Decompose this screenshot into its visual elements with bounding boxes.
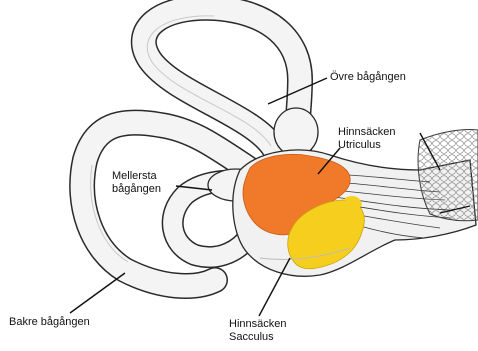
- label-bakre-text: Bakre bågången: [9, 316, 90, 329]
- label-sacculus-line2: Sacculus: [229, 331, 286, 344]
- label-utriculus: Hinnsäcken Utriculus: [338, 126, 395, 152]
- label-mellersta-bagangen: Mellersta bågången: [112, 170, 161, 196]
- label-sacculus: Hinnsäcken Sacculus: [229, 318, 286, 344]
- label-ovre-bagangen: Övre bågången: [330, 71, 406, 84]
- leader-bakre: [70, 273, 125, 313]
- label-mellersta-line2: bågången: [112, 183, 161, 196]
- label-ovre-text: Övre bågången: [330, 71, 406, 84]
- nerve-bundle: [418, 129, 478, 220]
- label-sacculus-line1: Hinnsäcken: [229, 318, 286, 331]
- superior-ampulla: [274, 108, 318, 156]
- label-mellersta-line1: Mellersta: [112, 170, 161, 183]
- label-utriculus-line2: Utriculus: [338, 139, 395, 152]
- label-utriculus-line1: Hinnsäcken: [338, 126, 395, 139]
- label-bakre-bagangen: Bakre bågången: [9, 316, 90, 329]
